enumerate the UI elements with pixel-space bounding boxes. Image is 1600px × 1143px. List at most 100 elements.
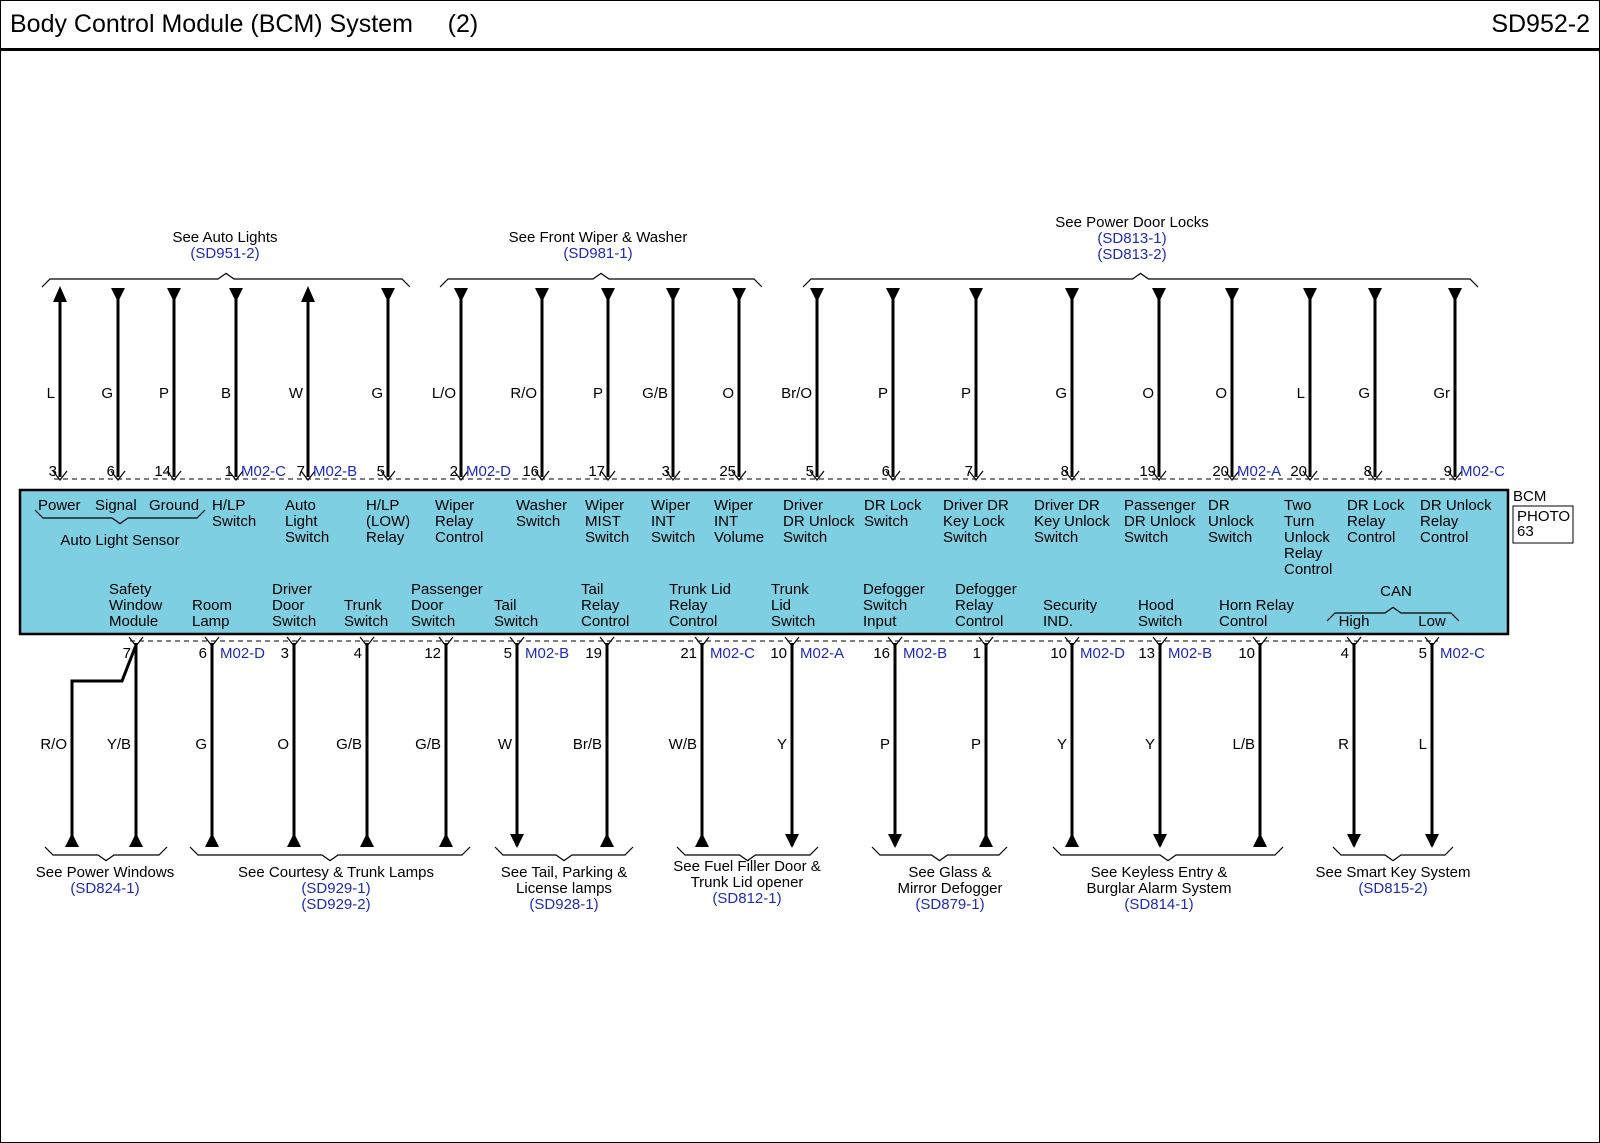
photo-ref-box xyxy=(1512,505,1574,544)
reference-group-title: See Fuel Filler Door & xyxy=(673,858,821,875)
pin-terminal-icon xyxy=(784,636,800,647)
pin-number: 5 xyxy=(504,645,512,662)
pin-function-label: Defogger xyxy=(955,581,1017,598)
pin-function-label: Switch xyxy=(1124,529,1168,546)
pin-terminal-icon xyxy=(1064,470,1080,481)
reference-group-title: See Smart Key System xyxy=(1315,864,1470,881)
pin-function-label: Relay xyxy=(955,597,994,614)
reference-group-title: See Courtesy & Trunk Lamps xyxy=(238,864,434,881)
pin-function-label: Defogger xyxy=(863,581,925,598)
wire-color-label: L/B xyxy=(1232,736,1255,753)
pin-terminal-icon xyxy=(1252,636,1268,647)
pin-function-label: Washer xyxy=(516,497,567,514)
pin-number: 16 xyxy=(873,645,890,662)
pin-terminal-icon xyxy=(887,636,903,647)
pin-function-label: Switch xyxy=(771,613,815,630)
wire-color-label: Y xyxy=(1057,736,1067,753)
wire-color-label: L xyxy=(1297,385,1305,402)
page-title: Body Control Module (BCM) System (2) xyxy=(10,10,479,38)
wire-color-label: B xyxy=(221,385,231,402)
pin-terminal-icon xyxy=(110,470,126,481)
pin-function-label: DR Unlock xyxy=(783,513,855,530)
pin-number: 4 xyxy=(354,645,362,662)
connector-id: M02-B xyxy=(313,463,357,480)
wire-color-label: O xyxy=(1142,385,1154,402)
wire-color-label: Br/B xyxy=(573,736,602,753)
pin-terminal-icon xyxy=(228,470,244,481)
pin-function-label: Low xyxy=(1418,613,1446,630)
pin-number: 3 xyxy=(281,645,289,662)
wire-color-label: Y xyxy=(777,736,787,753)
arrow-up-icon xyxy=(287,833,301,847)
pin-function-label: DR Lock xyxy=(1347,497,1405,514)
pin-terminal-icon xyxy=(1447,470,1463,481)
pin-terminal-icon xyxy=(509,636,525,647)
pin-terminal-icon xyxy=(1152,636,1168,647)
pin-function-label: IND. xyxy=(1043,613,1073,630)
pin-number: 5 xyxy=(377,463,385,480)
pin-function-label: Trunk xyxy=(344,597,382,614)
pin-terminal-icon xyxy=(978,636,994,647)
reference-group-brace xyxy=(871,846,1008,862)
arrow-up-icon xyxy=(205,833,219,847)
arrow-up-icon xyxy=(1065,833,1079,847)
arrow-down-icon xyxy=(888,834,902,848)
pin-function-label: Tail xyxy=(494,597,517,614)
wire-color-label: Gr xyxy=(1433,385,1450,402)
title-divider xyxy=(1,48,1599,51)
pin-function-label: Control xyxy=(1284,561,1332,578)
pin-function-label: Switch xyxy=(494,613,538,630)
pin-number: 10 xyxy=(1238,645,1255,662)
reference-group-brace xyxy=(676,846,819,862)
pin-function-label: Security xyxy=(1043,597,1098,614)
reference-group-brace xyxy=(1052,846,1284,862)
pin-number: 14 xyxy=(154,463,171,480)
reference-group-title: See Front Wiper & Washer xyxy=(509,229,688,246)
pin-number: 19 xyxy=(585,645,602,662)
wire-color-label: P xyxy=(971,736,981,753)
pin-function-label: Relay xyxy=(669,597,708,614)
connector-id: M02-C xyxy=(1460,463,1505,480)
pin-function-label: DR Unlock xyxy=(1420,497,1492,514)
wire-color-label: W xyxy=(498,736,513,753)
reference-link: (SD879-1) xyxy=(915,896,984,913)
pin-function-label: High xyxy=(1339,613,1370,630)
wire-color-label: O xyxy=(1215,385,1227,402)
pin-terminal-icon xyxy=(1302,470,1318,481)
pin-number: 10 xyxy=(1050,645,1067,662)
wire-color-label: P xyxy=(880,736,890,753)
arrow-up-icon xyxy=(360,833,374,847)
pin-number: 17 xyxy=(588,463,605,480)
pin-function-label: Switch xyxy=(783,529,827,546)
pin-terminal-icon xyxy=(968,470,984,481)
pin-terminal-icon xyxy=(453,470,469,481)
pin-terminal-icon xyxy=(694,636,710,647)
pin-function-label: Wiper xyxy=(651,497,690,514)
arrow-down-icon xyxy=(381,288,395,302)
pin-function-label: Two xyxy=(1284,497,1312,514)
bcm-label: BCM xyxy=(1513,488,1546,505)
pin-function-label: Turn xyxy=(1284,513,1314,530)
reference-group-title: See Auto Lights xyxy=(172,229,277,246)
pin-function-label: Control xyxy=(1347,529,1395,546)
wire-color-label: O xyxy=(277,736,289,753)
pin-function-label: Relay xyxy=(366,529,405,546)
wire-color-label: L xyxy=(1419,736,1427,753)
pin-function-label: (LOW) xyxy=(366,513,410,530)
pin-function-label: Unlock xyxy=(1284,529,1330,546)
pin-number: 6 xyxy=(882,463,890,480)
pin-number: 8 xyxy=(1061,463,1069,480)
can-bus-brace xyxy=(1326,606,1460,622)
pin-terminal-icon xyxy=(1151,470,1167,481)
pin-function-label: Relay xyxy=(1347,513,1386,530)
reference-group-brace xyxy=(44,846,168,862)
pin-terminal-icon xyxy=(52,470,68,481)
wire-color-label: W/B xyxy=(669,736,697,753)
pin-function-label: Passenger xyxy=(411,581,483,598)
pin-function-label: Control xyxy=(955,613,1003,630)
wire-color-label: P xyxy=(159,385,169,402)
reference-group-title: See Power Windows xyxy=(36,864,174,881)
reference-group-brace xyxy=(494,846,634,862)
pin-function-label: Control xyxy=(1219,613,1267,630)
